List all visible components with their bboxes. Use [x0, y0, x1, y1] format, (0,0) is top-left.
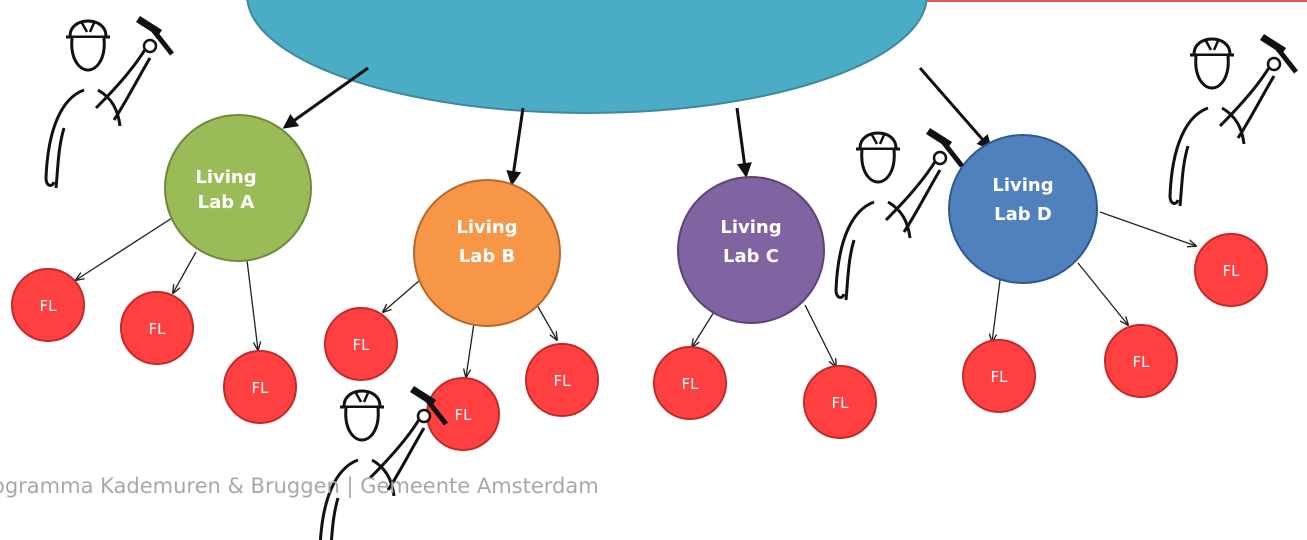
lab-b-label-line2: Lab B [459, 246, 516, 267]
lab-a-label-line1: Living [195, 167, 256, 188]
fl-node-b1: FL [324, 307, 398, 381]
fl-label: FL [353, 336, 371, 354]
fl-node-a1: FL [11, 268, 85, 342]
central-hub [246, 0, 928, 114]
fl-nodes: FL FL FL FL FL FL FL FL FL FL FL [11, 233, 1268, 451]
lab-b-label-line1: Living [456, 217, 517, 238]
hub-arrows [282, 66, 992, 186]
footer-text: ogramma Kademuren & Bruggen | Gemeente A… [0, 474, 599, 498]
living-lab-d: Living Lab D [948, 134, 1098, 284]
fl-label: FL [1133, 353, 1151, 371]
construction-worker-icon [836, 128, 962, 300]
living-lab-b: Living Lab B [413, 179, 561, 327]
construction-worker-icon [46, 16, 172, 188]
fl-node-a2: FL [120, 291, 194, 365]
fl-label: FL [682, 375, 700, 393]
fl-label: FL [554, 372, 572, 390]
fl-node-b3: FL [525, 343, 599, 417]
fl-node-d3: FL [1194, 233, 1268, 307]
fl-label: FL [991, 368, 1009, 386]
fl-node-a3: FL [223, 350, 297, 424]
lab-c-label-line2: Lab C [723, 246, 779, 267]
living-lab-a: Living Lab A [164, 114, 312, 262]
lab-c-label-line1: Living [720, 217, 781, 238]
living-lab-c: Living Lab C [677, 176, 825, 324]
lab-arrows [76, 211, 1196, 377]
lab-d-label-line2: Lab D [994, 204, 1052, 225]
fl-node-c2: FL [803, 365, 877, 439]
fl-node-d2: FL [1104, 324, 1178, 398]
fl-label: FL [40, 297, 58, 315]
fl-label: FL [1223, 262, 1241, 280]
fl-node-c1: FL [653, 346, 727, 420]
lab-a-label-line2: Lab A [198, 192, 255, 213]
fl-node-d1: FL [962, 339, 1036, 413]
fl-label: FL [252, 379, 270, 397]
construction-worker-icon [1170, 34, 1296, 206]
fl-label: FL [455, 406, 473, 424]
top-accent-line [890, 0, 1307, 2]
fl-label: FL [832, 394, 850, 412]
fl-label: FL [149, 320, 167, 338]
fl-node-b2: FL [426, 377, 500, 451]
lab-d-label-line1: Living [992, 175, 1053, 196]
